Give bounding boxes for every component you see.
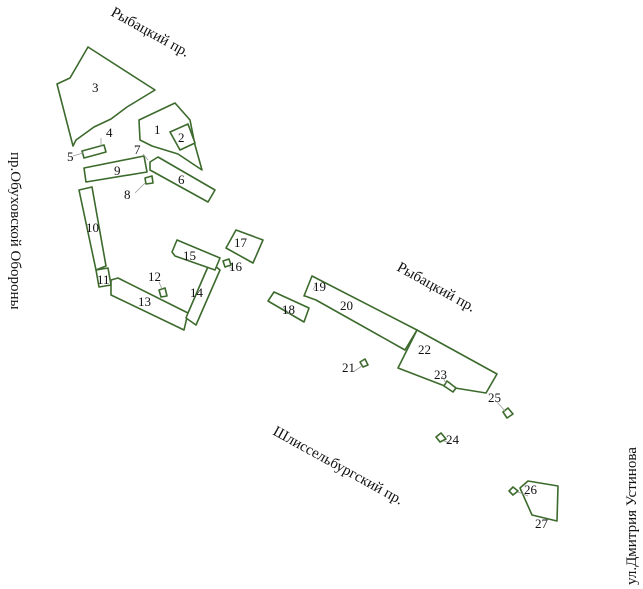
leader-16 [228, 265, 235, 272]
building-25[interactable] [502, 407, 514, 419]
building-2[interactable] [169, 123, 196, 151]
leader-21 [352, 365, 363, 373]
leader-18 [282, 306, 291, 315]
leader-lines [72, 138, 529, 497]
building-16[interactable] [222, 258, 232, 268]
label-23: 23 [434, 367, 447, 382]
label-7: 7 [134, 142, 141, 157]
label-8: 8 [124, 187, 131, 202]
label-16: 16 [229, 259, 243, 274]
leader-5 [72, 152, 84, 157]
label-6: 6 [178, 172, 185, 187]
label-18: 18 [282, 302, 295, 317]
buildings-layer [56, 46, 559, 522]
label-22: 22 [418, 342, 431, 357]
building-5[interactable] [81, 144, 107, 159]
label-9: 9 [114, 163, 121, 178]
building-26[interactable] [508, 486, 519, 496]
building-6[interactable] [149, 156, 216, 203]
label-27: 27 [535, 516, 549, 531]
leader-8 [134, 182, 146, 194]
label-24: 24 [446, 432, 460, 447]
building-24[interactable] [435, 432, 447, 443]
label-25: 25 [488, 390, 501, 405]
building-labels: 3 1 2 4 5 7 9 6 8 10 11 12 13 14 15 16 1… [67, 80, 549, 531]
label-17: 17 [234, 235, 248, 250]
building-13[interactable] [110, 277, 189, 331]
building-15[interactable] [171, 239, 221, 271]
building-3[interactable] [56, 46, 156, 147]
label-21: 21 [342, 360, 355, 375]
label-13: 13 [138, 294, 151, 309]
label-5: 5 [67, 149, 74, 164]
building-21[interactable] [359, 358, 369, 368]
street-rybatsky-mid: Рыбацкий пр. [394, 260, 478, 316]
building-8[interactable] [144, 175, 154, 185]
street-shlisselburgsky: Шлиссельбургский пр. [270, 424, 406, 509]
leader-7 [142, 153, 149, 161]
label-15: 15 [183, 248, 196, 263]
building-12[interactable] [158, 287, 168, 298]
label-2: 2 [178, 130, 185, 145]
label-19: 19 [313, 279, 326, 294]
label-4: 4 [106, 125, 113, 140]
building-1[interactable] [138, 102, 203, 171]
leader-23 [441, 375, 447, 384]
street-rybatsky-top: Рыбацкий пр. [108, 5, 192, 61]
street-obukhov-oborony: пр.Обуховской Обороны [7, 152, 23, 310]
building-17[interactable] [225, 229, 264, 264]
label-11: 11 [97, 272, 110, 287]
label-3: 3 [92, 80, 99, 95]
label-10: 10 [86, 220, 99, 235]
building-14[interactable] [185, 261, 221, 326]
street-dmitriya-ustinova: ул.Дмитрия Устинова [624, 447, 640, 585]
label-14: 14 [190, 285, 204, 300]
leader-26 [517, 491, 529, 497]
leader-19 [312, 283, 317, 291]
label-26: 26 [524, 482, 538, 497]
leader-24 [443, 440, 451, 444]
leader-25 [496, 401, 506, 412]
building-9[interactable] [83, 155, 148, 183]
building-20[interactable] [303, 275, 418, 351]
building-10[interactable] [78, 186, 107, 271]
building-18[interactable] [267, 291, 310, 323]
label-20: 20 [340, 298, 353, 313]
label-12: 12 [148, 269, 161, 284]
leader-12 [158, 281, 163, 290]
building-27[interactable] [519, 480, 559, 522]
label-1: 1 [154, 122, 161, 137]
